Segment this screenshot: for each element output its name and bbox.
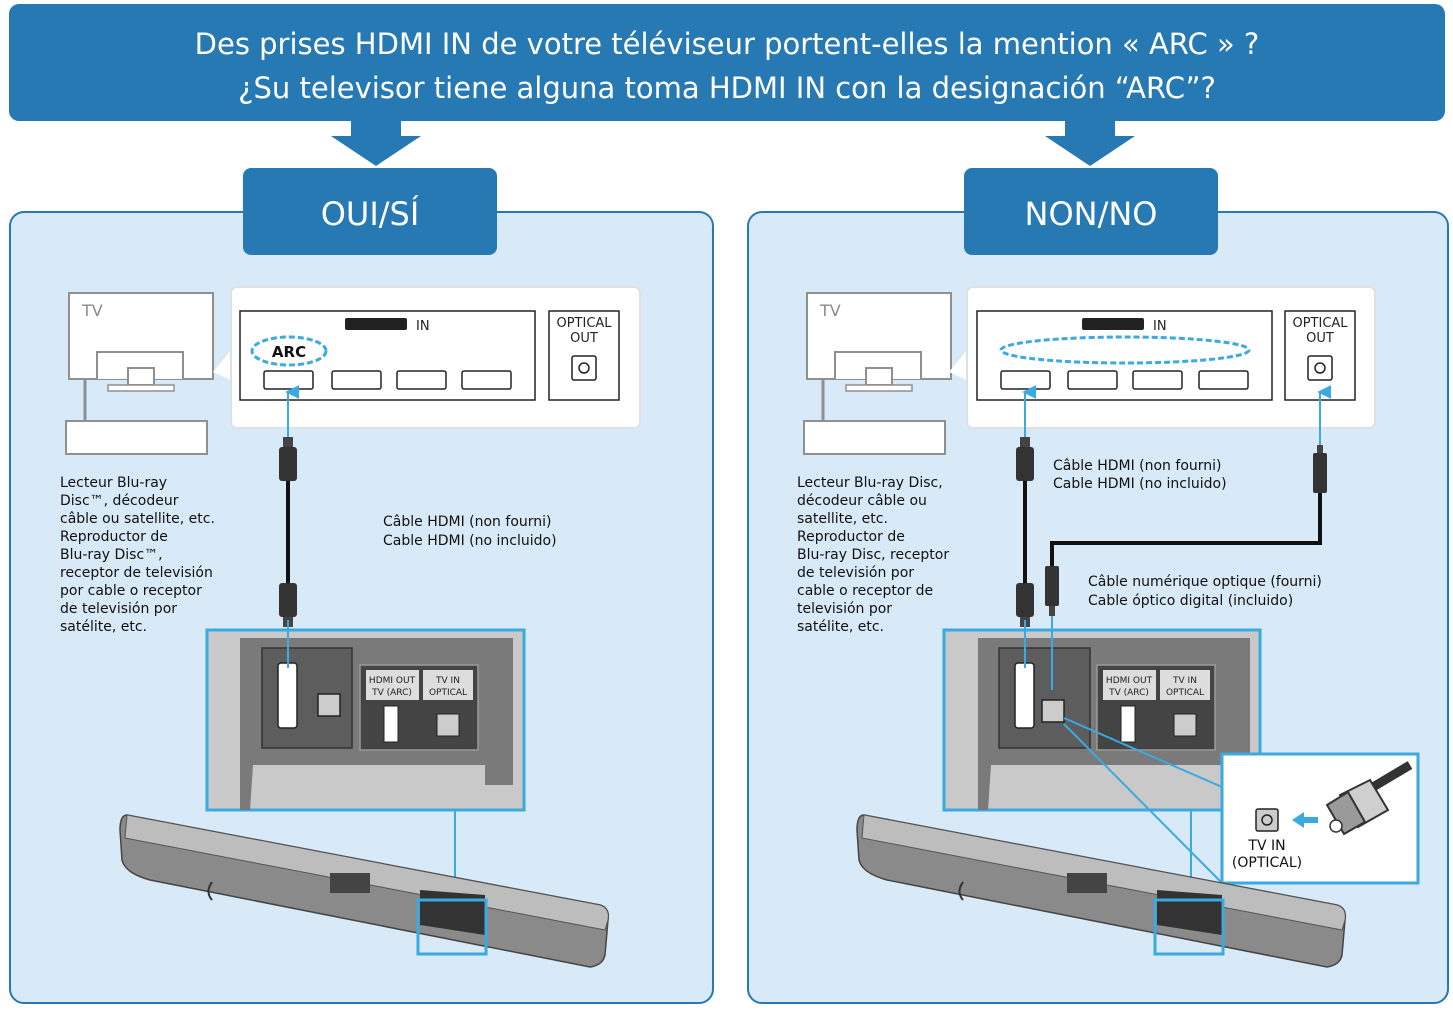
hdmi-port <box>263 370 512 390</box>
tv-in-label-2: OPTICAL <box>1166 688 1204 698</box>
hdmi-logo <box>1082 318 1144 330</box>
player-desc-line: satellite, etc. <box>797 511 888 527</box>
optical-out-label-2: OUT <box>570 331 598 346</box>
player-desc-line: Disc™, décodeur <box>60 493 179 509</box>
player-desc-line: Lecteur Blu-ray <box>60 475 167 491</box>
player-description: Lecteur Blu-ray Disc, décodeur câble ou … <box>797 475 949 635</box>
arc-highlight <box>250 335 328 367</box>
optical-out-label: OPTICAL <box>556 316 612 331</box>
player-desc-line: televisión por <box>797 601 892 617</box>
question-line-fr: Des prises HDMI IN de votre téléviseur p… <box>195 27 1260 61</box>
player-desc-line: décodeur câble ou <box>797 493 927 509</box>
player-desc-line: receptor de televisión <box>60 565 213 581</box>
player-box <box>65 420 208 455</box>
optical-port <box>1255 808 1279 832</box>
inset-label: TV IN <box>1247 838 1285 854</box>
player-desc-line: Blu-ray Disc™, <box>60 547 163 563</box>
tv-label: TV <box>819 301 841 320</box>
player-desc-line: satélite, etc. <box>797 619 884 635</box>
optical-out-label-2: OUT <box>1306 331 1334 346</box>
hdmi-cable-label-fr: Câble HDMI (non fourni) <box>383 514 552 530</box>
player-desc-line: cable o receptor de <box>797 583 933 599</box>
optical-out-label: OPTICAL <box>1292 316 1348 331</box>
hdmi-cable-label-es: Cable HDMI (no incluido) <box>1053 476 1227 492</box>
no-arc-highlight <box>999 335 1251 365</box>
player-desc-line: de televisión por <box>797 565 914 581</box>
optical-plug-icon <box>1325 761 1413 836</box>
player-description: Lecteur Blu-ray Disc™, décodeur câble ou… <box>60 475 215 635</box>
arrow-down-yes <box>331 121 421 166</box>
player-desc-line: câble ou satellite, etc. <box>60 511 215 527</box>
tv-in-label-2: OPTICAL <box>429 688 467 698</box>
hdmi-cable-label-fr: Câble HDMI (non fourni) <box>1053 458 1222 474</box>
player-desc-line: Blu-ray Disc, receptor <box>797 547 949 563</box>
hdmi-cable-label-es: Cable HDMI (no incluido) <box>383 533 557 549</box>
tv-label: TV <box>81 301 103 320</box>
arc-label: ARC <box>272 343 306 361</box>
player-box <box>803 420 946 455</box>
question-line-es: ¿Su televisor tiene alguna toma HDMI IN … <box>238 71 1216 105</box>
soundbar-port-highlight <box>1153 898 1225 956</box>
player-desc-line: Reproductor de <box>797 529 905 545</box>
no-title: NON/NO <box>1025 195 1158 233</box>
optical-cable <box>1045 385 1332 698</box>
yes-title: OUI/SÍ <box>321 195 420 233</box>
tv-in-label: TV IN <box>1172 676 1197 686</box>
hdmi-out-label-2: TV (ARC) <box>1108 688 1149 698</box>
hdmi-port-vertical <box>277 662 298 729</box>
hdmi-in-label: IN <box>1153 319 1167 334</box>
insert-arrow-icon <box>1292 812 1318 828</box>
hdmi-port <box>1000 370 1249 390</box>
hdmi-port-vertical <box>1014 662 1035 729</box>
optical-port <box>571 355 597 381</box>
hdmi-out-label: HDMI OUT <box>1106 676 1153 686</box>
hdmi-logo <box>345 318 407 330</box>
hdmi-out-label-2: TV (ARC) <box>371 688 412 698</box>
player-desc-line: Lecteur Blu-ray Disc, <box>797 475 943 491</box>
inset-label-2: (OPTICAL) <box>1232 855 1302 871</box>
hdmi-in-label: IN <box>416 319 430 334</box>
hdmi-out-label: HDMI OUT <box>369 676 416 686</box>
player-desc-line: por cable o receptor <box>60 583 202 599</box>
tv-in-label: TV IN <box>435 676 460 686</box>
player-desc-line: Reproductor de <box>60 529 168 545</box>
question-banner <box>9 4 1445 121</box>
no-title-tab <box>964 168 1218 255</box>
player-desc-line: satélite, etc. <box>60 619 147 635</box>
optical-port <box>1307 355 1333 381</box>
yes-title-tab <box>243 168 497 255</box>
optical-cable-label-fr: Câble numérique optique (fourni) <box>1088 574 1322 590</box>
player-desc-line: de televisión por <box>60 601 177 617</box>
optical-cable-label-es: Cable óptico digital (incluido) <box>1088 593 1293 609</box>
soundbar-port-highlight <box>416 898 488 956</box>
arrow-down-no <box>1045 121 1135 166</box>
